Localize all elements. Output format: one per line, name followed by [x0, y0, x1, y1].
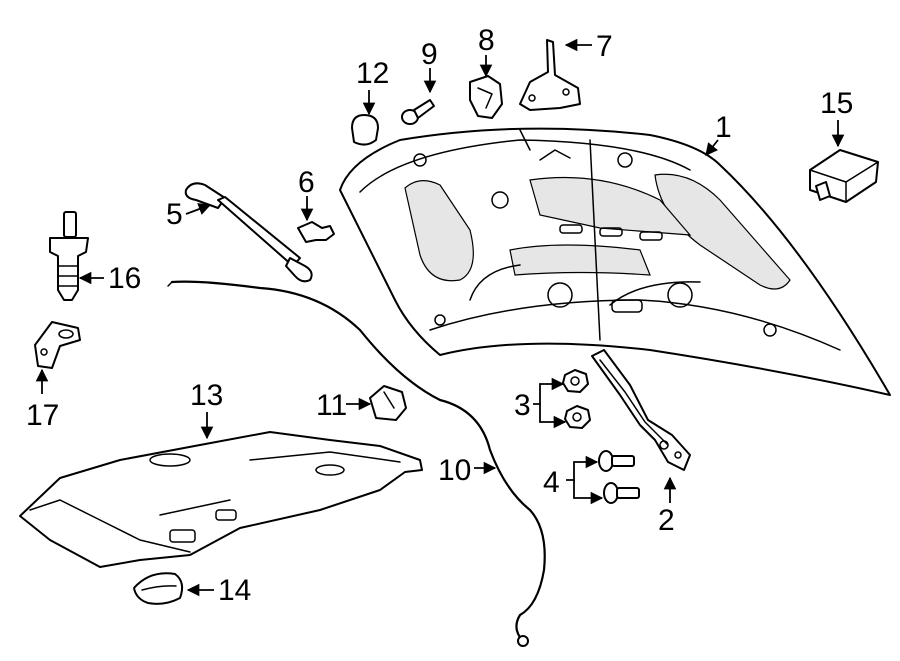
callout-7: 7 [564, 30, 613, 63]
callout-label-10: 10 [438, 454, 471, 487]
callout-label-12: 12 [356, 57, 389, 90]
callout-label-1: 1 [715, 111, 732, 144]
hood-latch[interactable] [49, 211, 89, 301]
callout-8: 8 [478, 24, 495, 78]
callout-label-14: 14 [218, 574, 251, 607]
hood-hinge[interactable] [591, 349, 691, 471]
callout-label-7: 7 [596, 30, 613, 63]
screw[interactable] [401, 99, 435, 125]
callout-13: 13 [190, 379, 223, 440]
callout-label-9: 9 [421, 38, 438, 71]
release-cable[interactable] [167, 280, 546, 647]
callout-label-11: 11 [316, 389, 347, 422]
callout-6: 6 [298, 166, 315, 222]
callout-17: 17 [26, 368, 59, 432]
callout-label-17: 17 [26, 399, 59, 432]
callout-label-8: 8 [478, 24, 495, 57]
hood-insulator[interactable] [19, 431, 423, 568]
callout-label-13: 13 [190, 379, 223, 412]
callout-3: 3 [514, 377, 567, 429]
striker-bracket[interactable] [519, 39, 581, 111]
insulator-retainer[interactable] [133, 572, 184, 605]
callout-16: 16 [78, 262, 141, 295]
retainer-clip[interactable] [297, 221, 335, 243]
control-module[interactable] [809, 149, 879, 203]
callout-11: 11 [316, 389, 372, 422]
callout-10: 10 [438, 454, 497, 487]
callout-5: 5 [166, 198, 212, 231]
hinge-bolt-upper[interactable] [598, 450, 635, 472]
callout-12: 12 [356, 57, 389, 116]
hinge-nut-upper[interactable] [562, 369, 589, 393]
callout-label-15: 15 [820, 87, 853, 120]
callout-label-3: 3 [514, 389, 531, 422]
callout-9: 9 [421, 38, 438, 94]
latch-bracket[interactable] [34, 321, 81, 369]
callout-label-2: 2 [658, 504, 675, 537]
cable-clip[interactable] [369, 385, 407, 421]
callout-2: 2 [658, 476, 677, 537]
callout-label-5: 5 [166, 198, 183, 231]
leader-line-1 [705, 139, 719, 156]
leader-line-5 [185, 203, 212, 215]
hood-panel[interactable] [339, 127, 891, 396]
hinge-nut-lower[interactable] [564, 405, 591, 429]
hood-bumper[interactable] [469, 75, 503, 119]
callout-14: 14 [186, 574, 251, 607]
callout-label-16: 16 [108, 262, 141, 295]
callout-label-6: 6 [298, 166, 315, 199]
lift-support[interactable] [184, 182, 313, 283]
callout-1: 1 [705, 111, 732, 156]
bumper-stop[interactable] [351, 114, 379, 146]
hinge-bolt-lower[interactable] [603, 482, 640, 504]
callout-label-4: 4 [543, 466, 560, 499]
callout-4: 4 [543, 455, 604, 505]
callout-15: 15 [820, 87, 853, 148]
